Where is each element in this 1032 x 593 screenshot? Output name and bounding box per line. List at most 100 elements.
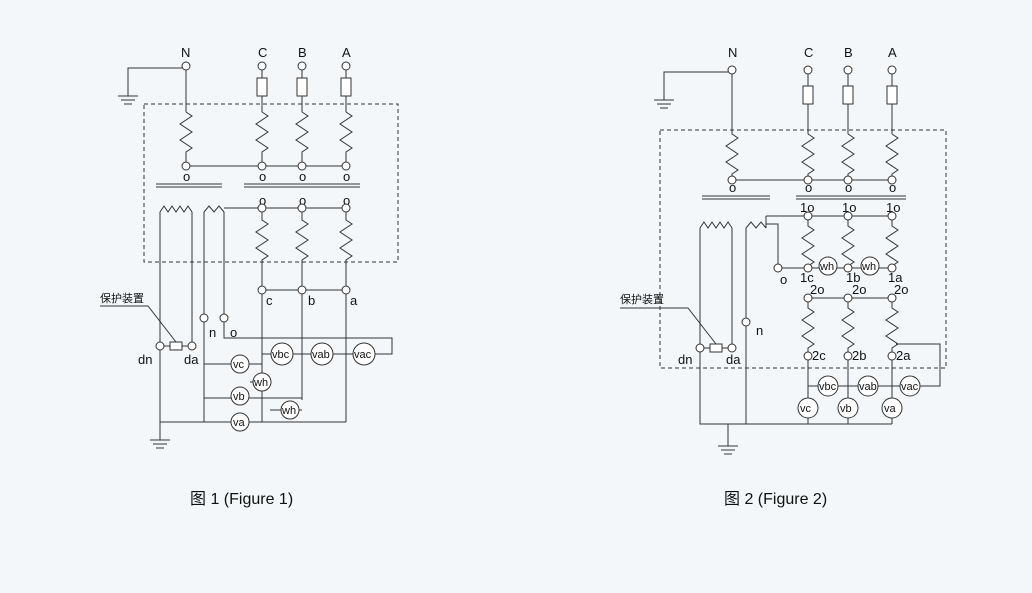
fuse-icon [256, 77, 268, 97]
fuse-icon [340, 77, 352, 97]
fig2-ground-top [654, 71, 732, 109]
svg-text:wh: wh [281, 405, 296, 417]
fig2-2o-2: 2o [852, 282, 866, 297]
fig1-so3: o [343, 193, 350, 208]
svg-text:vab: vab [859, 381, 877, 393]
fig1-meter-vab: vab [310, 342, 334, 366]
fig1-da: da [184, 352, 199, 367]
fig1-o2: o [259, 169, 266, 184]
fig1-n: n [209, 325, 216, 340]
fig1-enclosure [143, 103, 399, 263]
fig2-enclosure [659, 129, 947, 369]
fig1-out-c: c [266, 293, 273, 308]
fuse-icon [296, 77, 308, 97]
fig2-label-b: B [844, 45, 853, 60]
fig2-1a: 1a [888, 270, 903, 285]
svg-text:wh: wh [253, 377, 268, 389]
fig2-meter-vbc: vbc [817, 375, 839, 397]
fig2-label-n: N [728, 45, 737, 60]
fig1-label-b: B [298, 45, 307, 60]
svg-text:vbc: vbc [272, 349, 290, 361]
fig1-meter-wh1: wh [252, 372, 272, 392]
svg-text:vac: vac [354, 349, 372, 361]
fig2-meter-vac: vac [899, 375, 921, 397]
svg-text:wh: wh [819, 261, 834, 273]
fig1-ground-top [118, 67, 186, 105]
fig1-so1: o [259, 193, 266, 208]
fig1-out-b: b [308, 293, 315, 308]
fig2-2o-3: 2o [894, 282, 908, 297]
fig2-caption: 图 2 (Figure 2) [724, 491, 827, 508]
fig2-meter-va: va [881, 397, 903, 419]
fig2-o1: o [729, 180, 736, 195]
svg-text:vac: vac [901, 381, 919, 393]
fig2-phase-b [841, 74, 855, 180]
fig2-1o-1: 1o [800, 200, 814, 215]
svg-text:vc: vc [233, 359, 245, 371]
fig1-label-n: N [181, 45, 190, 60]
fig1-meter-va: va [230, 412, 250, 432]
fig2-n: n [756, 323, 763, 338]
svg-text:va: va [233, 417, 246, 429]
protection-device-icon [709, 343, 723, 353]
fig2-label-c: C [804, 45, 813, 60]
fuse-icon [886, 85, 898, 105]
fig2-dn: dn [678, 352, 692, 367]
fig2-da: da [726, 352, 741, 367]
svg-text:vab: vab [312, 349, 330, 361]
fig1-meter-vc: vc [230, 354, 250, 374]
fig2-1o-3: 1o [886, 200, 900, 215]
fig1-out-a: a [350, 293, 358, 308]
fig2-meter-vab: vab [857, 375, 879, 397]
fig1-phase-c [255, 70, 269, 166]
fig2-2c: 2c [812, 348, 826, 363]
fig2-o: o [780, 272, 787, 287]
svg-text:vbc: vbc [819, 381, 837, 393]
fig2-wh1: wh [818, 256, 838, 276]
fig1-meter-vb: vb [230, 386, 250, 406]
fuse-icon [802, 85, 814, 105]
svg-text:vb: vb [233, 391, 245, 403]
fig2-o4: o [889, 180, 896, 195]
fig2-phase-a [885, 74, 899, 180]
fig2-wh2: wh [860, 256, 880, 276]
fig1-protection-label: 保护装置 [100, 291, 144, 305]
fig1-label-a: A [342, 45, 351, 60]
fig1-o4: o [343, 169, 350, 184]
fig1-so2: o [299, 193, 306, 208]
fig2-1o-2: 1o [842, 200, 856, 215]
fig1-o3: o [299, 169, 306, 184]
fig1-meter-vbc: vbc [270, 342, 294, 366]
fig1-meter-wh2: wh [280, 400, 300, 420]
svg-text:vc: vc [800, 403, 812, 415]
fig1-meter-vac: vac [352, 342, 376, 366]
fig2-meter-vc: vc [797, 397, 819, 419]
fig2-2o-1: 2o [810, 282, 824, 297]
svg-text:va: va [884, 403, 897, 415]
fig2-2a: 2a [896, 348, 911, 363]
fig1-phase-a [339, 70, 353, 166]
fig2-label-a: A [888, 45, 897, 60]
fig1-label-c: C [258, 45, 267, 60]
fig2-o2: o [805, 180, 812, 195]
fig1-o: o [230, 325, 237, 340]
fig2-o3: o [845, 180, 852, 195]
fig1-n-resistor [179, 111, 193, 166]
fig2-phase-c [801, 74, 815, 180]
fig1-o1: o [183, 169, 190, 184]
protection-device-icon [169, 341, 183, 351]
figure-2: N C B A o [620, 45, 947, 508]
svg-text:vb: vb [840, 403, 852, 415]
fig1-caption: 图 1 (Figure 1) [190, 491, 293, 508]
fig2-1b: 1b [846, 270, 860, 285]
svg-text:wh: wh [861, 261, 876, 273]
fig2-2b: 2b [852, 348, 866, 363]
figure-1: N C B A [100, 45, 399, 508]
fig1-dn: dn [138, 352, 152, 367]
fig2-meter-vb: vb [837, 397, 859, 419]
fig2-1c: 1c [800, 270, 814, 285]
fuse-icon [842, 85, 854, 105]
fig1-phase-b [295, 70, 309, 166]
